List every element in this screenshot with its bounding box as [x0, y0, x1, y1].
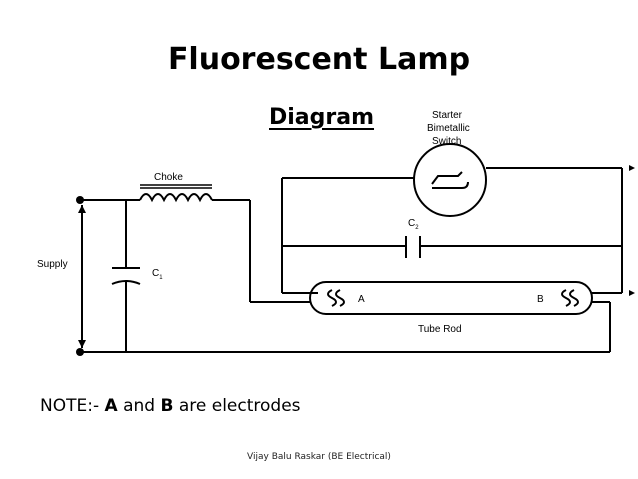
starter-label-2: Bimetallic — [427, 123, 470, 134]
supply-terminal-top — [76, 196, 84, 204]
page-title: Fluorescent Lamp — [167, 42, 471, 77]
note-prefix: NOTE:- — [40, 396, 105, 416]
c1-label: C1 — [152, 268, 163, 281]
choke-coil — [139, 193, 213, 203]
note-text: NOTE:- A and B are electrodes — [40, 396, 301, 416]
electrode-a-label: A — [358, 294, 365, 305]
diagram-subtitle: Diagram — [269, 105, 375, 130]
c2-label: C2 — [408, 218, 419, 231]
note-suffix: are electrodes — [173, 396, 301, 416]
starter-label-1: Starter — [432, 110, 463, 121]
note-b: B — [160, 396, 174, 416]
electrode-b — [561, 289, 579, 307]
starter-bulb — [413, 143, 487, 217]
tube-rod — [309, 281, 593, 315]
supply-terminal-bottom — [76, 348, 84, 356]
author-footer: Vijay Balu Raskar (BE Electrical) — [247, 452, 391, 462]
supply-arrow-top — [78, 205, 86, 213]
tube-rod-label: Tube Rod — [418, 324, 462, 335]
choke-label: Choke — [154, 172, 183, 183]
supply-label: Supply — [37, 259, 68, 270]
starter-label-3: Switch — [432, 136, 461, 147]
electrode-b-label: B — [537, 294, 544, 305]
electrode-a — [327, 289, 345, 307]
note-and: and — [117, 396, 161, 416]
note-a: A — [104, 396, 118, 416]
supply-arrow-bottom — [78, 340, 86, 348]
